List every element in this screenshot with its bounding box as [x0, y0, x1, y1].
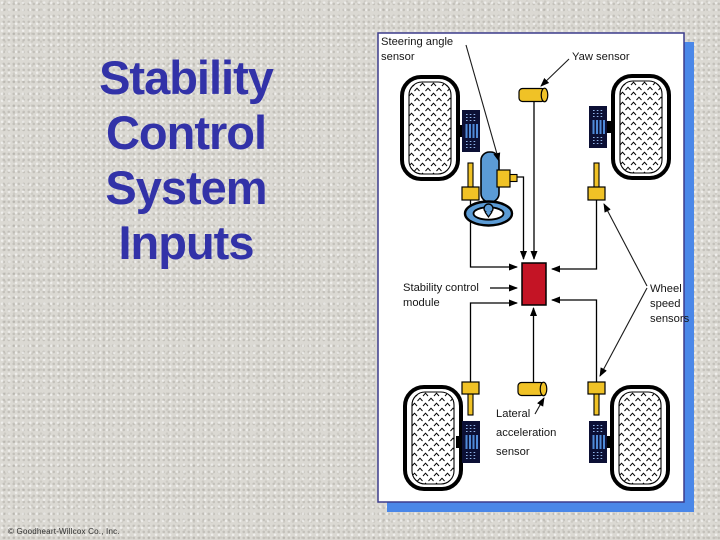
stability-control-module-label-line1: Stability control [403, 282, 479, 294]
yaw-sensor [518, 87, 549, 103]
brake-rotor-rear-right [588, 420, 608, 464]
steering-label-pointer [465, 44, 501, 162]
yaw-label-pointer [540, 58, 570, 87]
title-line-1: Stability [99, 51, 274, 104]
rear-left-sensor-wire [469, 299, 518, 383]
tire-front-left [400, 75, 460, 181]
lateral-label-pointer [534, 397, 545, 415]
axle-stub-rear-right [606, 436, 613, 448]
wheel-speed-sensors-label-line2: speed [650, 298, 680, 310]
yaw-sensor-label: Yaw sensor [572, 51, 630, 63]
lateral-acceleration-label-line3: sensor [496, 446, 530, 458]
brake-rotor-front-right [588, 105, 608, 149]
stability-control-module [521, 262, 547, 306]
steering-column [480, 151, 500, 203]
steering-angle-sensor-stub [509, 173, 518, 183]
steering-wheel [463, 200, 514, 227]
tire-rear-right [610, 385, 670, 491]
wheel-speed-pointer-upper [603, 203, 648, 287]
lateral-acceleration-label-line1: Lateral [496, 408, 530, 420]
steering-angle-sensor-label-line1: Steering angle [381, 36, 453, 48]
wheel-speed-pointer-lower [599, 287, 648, 377]
lateral-acceleration-label-line2: acceleration [496, 427, 556, 439]
wheel-speed-sensors-label-line1: Wheel [650, 283, 682, 295]
brake-rotor-rear-left [461, 420, 481, 464]
lateral-acceleration-sensor [517, 381, 548, 397]
front-right-sensor-wire [551, 199, 598, 273]
axle-stub-front-right [606, 121, 613, 133]
tire-rear-left [403, 385, 463, 491]
steering-angle-sensor-label-line2: sensor [381, 51, 415, 63]
slide-title: Stability Control System Inputs [0, 50, 372, 270]
wheel-speed-sensors-label-line3: sensors [650, 313, 690, 325]
rear-right-sensor-wire [551, 296, 598, 383]
title-line-3: System [105, 161, 267, 214]
tire-front-right [611, 74, 671, 180]
brake-rotor-front-left [461, 109, 481, 153]
title-line-4: Inputs [118, 216, 255, 269]
axle-stub-front-left [456, 125, 463, 137]
title-line-2: Control [105, 106, 267, 159]
axle-stub-rear-left [456, 436, 463, 448]
copyright-text: © Goodheart-Willcox Co., Inc. [8, 527, 120, 536]
steering-sensor-wire [515, 176, 527, 260]
steering-angle-sensor [496, 169, 511, 188]
stability-control-module-label-line2: module [403, 297, 440, 309]
